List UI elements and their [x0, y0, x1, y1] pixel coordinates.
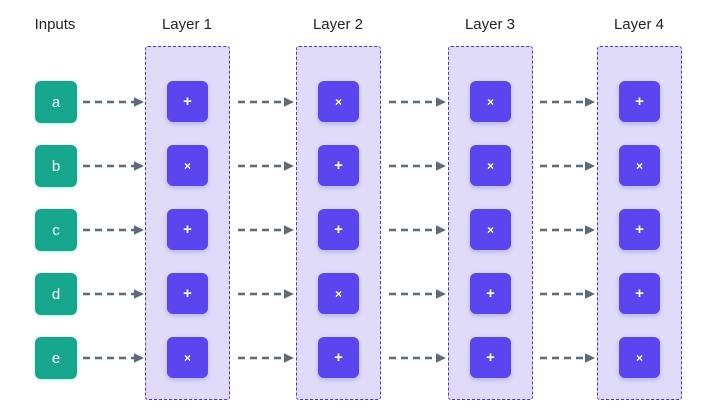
op-node-l1-r5[interactable]: × — [167, 337, 208, 378]
op-node-l1-r3[interactable]: + — [167, 209, 208, 250]
dashed-arrow-right-icon — [540, 288, 595, 300]
op-node-l3-r5[interactable]: + — [470, 337, 511, 378]
dashed-arrow-right-icon — [540, 160, 595, 172]
dashed-arrow-right-icon — [389, 224, 446, 236]
dashed-arrow-right-icon — [389, 288, 446, 300]
column-title-layer-4: Layer 4 — [613, 16, 665, 33]
input-node-b[interactable]: b — [35, 145, 77, 187]
dashed-arrow-right-icon — [540, 352, 595, 364]
dashed-arrow-right-icon — [238, 352, 294, 364]
dashed-arrow-right-icon — [389, 352, 446, 364]
input-node-e[interactable]: e — [35, 337, 77, 379]
dashed-arrow-right-icon — [83, 288, 144, 300]
column-title-layer-2: Layer 2 — [312, 16, 364, 33]
op-node-l4-r5[interactable]: × — [619, 337, 660, 378]
dashed-arrow-right-icon — [83, 160, 144, 172]
op-node-l1-r4[interactable]: + — [167, 273, 208, 314]
column-title-layer-1: Layer 1 — [161, 16, 213, 33]
op-node-l1-r1[interactable]: + — [167, 81, 208, 122]
op-node-l3-r2[interactable]: × — [470, 145, 511, 186]
op-node-l2-r1[interactable]: × — [318, 81, 359, 122]
op-node-l3-r4[interactable]: + — [470, 273, 511, 314]
op-node-l3-r1[interactable]: × — [470, 81, 511, 122]
op-node-l4-r2[interactable]: × — [619, 145, 660, 186]
dashed-arrow-right-icon — [83, 352, 144, 364]
op-node-l4-r4[interactable]: + — [619, 273, 660, 314]
op-node-l2-r5[interactable]: + — [318, 337, 359, 378]
dashed-arrow-right-icon — [540, 224, 595, 236]
column-title-inputs: Inputs — [34, 16, 76, 33]
op-node-l4-r1[interactable]: + — [619, 81, 660, 122]
column-title-layer-3: Layer 3 — [464, 16, 516, 33]
input-node-d[interactable]: d — [35, 273, 77, 315]
dashed-arrow-right-icon — [238, 288, 294, 300]
op-node-l2-r3[interactable]: + — [318, 209, 359, 250]
op-node-l1-r2[interactable]: × — [167, 145, 208, 186]
op-node-l2-r4[interactable]: × — [318, 273, 359, 314]
dashed-arrow-right-icon — [83, 96, 144, 108]
op-node-l4-r3[interactable]: + — [619, 209, 660, 250]
input-node-a[interactable]: a — [35, 81, 77, 123]
op-node-l3-r3[interactable]: × — [470, 209, 511, 250]
dashed-arrow-right-icon — [238, 224, 294, 236]
input-node-c[interactable]: c — [35, 209, 77, 251]
dashed-arrow-right-icon — [389, 96, 446, 108]
dashed-arrow-right-icon — [540, 96, 595, 108]
dashed-arrow-right-icon — [83, 224, 144, 236]
op-node-l2-r2[interactable]: + — [318, 145, 359, 186]
dashed-arrow-right-icon — [389, 160, 446, 172]
dashed-arrow-right-icon — [238, 160, 294, 172]
dashed-arrow-right-icon — [238, 96, 294, 108]
